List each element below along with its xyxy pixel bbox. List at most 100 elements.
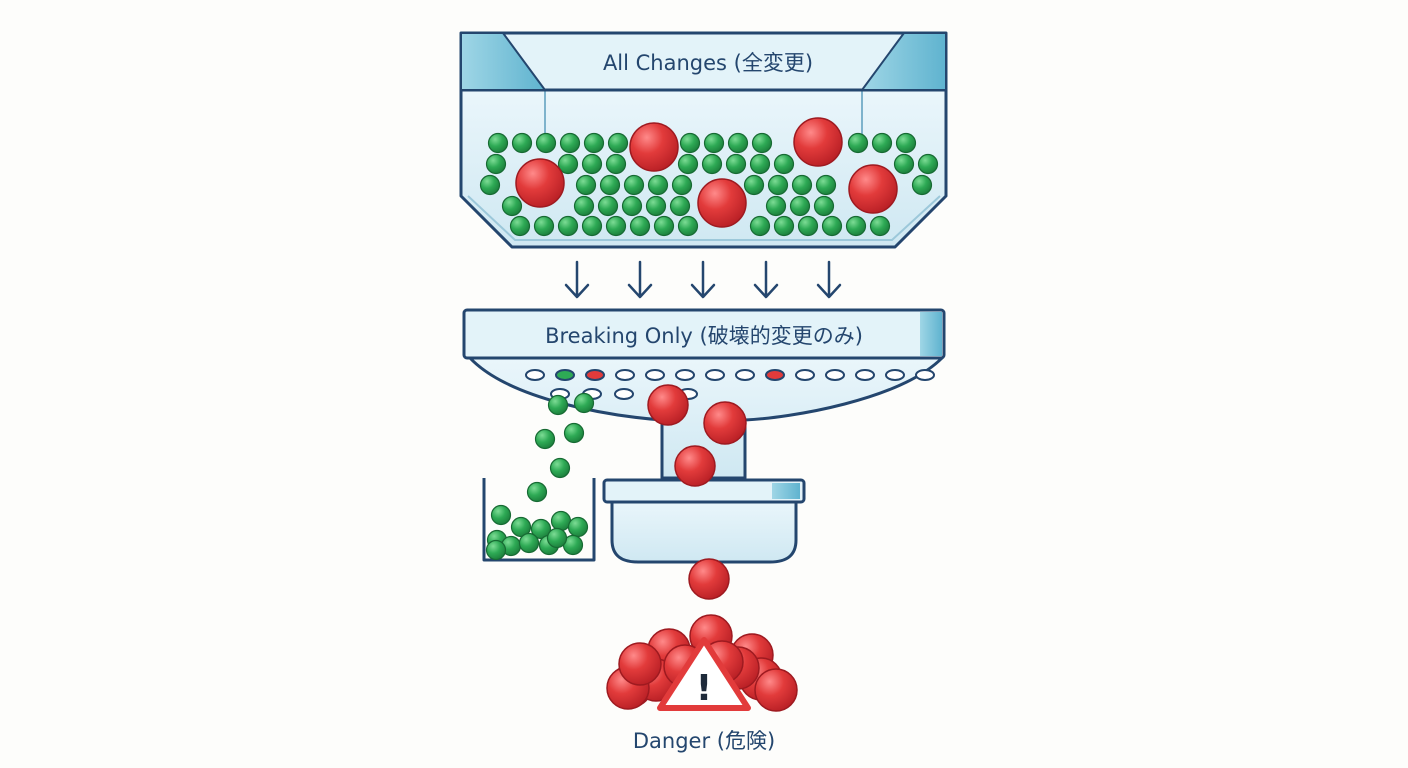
filter-hole — [795, 369, 815, 381]
filter-hole — [615, 369, 635, 381]
safe-change-ball — [647, 174, 669, 196]
down-arrow-icon — [690, 260, 716, 299]
flow-arrows — [564, 260, 842, 299]
warning-triangle-icon: ! — [657, 637, 751, 711]
breaking-change-ball — [754, 668, 798, 712]
safe-change-ball — [669, 195, 691, 217]
filter-hole — [825, 369, 845, 381]
safe-change-ball — [509, 215, 531, 237]
filter-hole — [915, 369, 935, 381]
hopper-balls — [479, 117, 939, 237]
breaking-change-ball — [647, 384, 689, 426]
safe-change-ball — [559, 132, 581, 154]
safe-change-ball — [518, 532, 540, 554]
safe-change-ball — [703, 132, 725, 154]
breaking-change-ball — [629, 122, 679, 172]
filter-holes — [525, 369, 935, 400]
safe-change-ball — [749, 215, 771, 237]
falling-breaking-balls — [647, 384, 747, 600]
safe-change-ball — [479, 174, 501, 196]
safe-change-ball — [510, 516, 532, 538]
safe-change-ball — [653, 215, 675, 237]
safe-change-ball — [911, 174, 933, 196]
safe-change-ball — [550, 510, 572, 532]
safe-change-ball — [501, 195, 523, 217]
safe-change-ball — [677, 153, 699, 175]
safe-change-ball — [563, 422, 585, 444]
down-arrow-icon — [627, 260, 653, 299]
safe-change-ball — [773, 153, 795, 175]
safe-change-ball — [485, 539, 507, 561]
safe-change-ball — [701, 153, 723, 175]
breaking-change-ball — [618, 642, 662, 686]
safe-change-ball — [597, 195, 619, 217]
breaking-change-ball — [848, 164, 898, 214]
safe-change-ball — [623, 174, 645, 196]
safe-change-ball — [533, 215, 555, 237]
breaking-change-ball — [703, 401, 747, 445]
breaking-change-ball — [515, 158, 565, 208]
safe-change-ball — [530, 518, 552, 540]
filter-hole — [525, 369, 545, 381]
safe-change-ball — [573, 195, 595, 217]
safe-change-ball — [917, 153, 939, 175]
safe-change-ball — [765, 195, 787, 217]
safe-change-ball — [549, 457, 571, 479]
filter-hole — [645, 369, 665, 381]
warning-symbol: ! — [696, 668, 712, 709]
safe-change-ball — [629, 215, 651, 237]
filter-hole — [585, 369, 605, 381]
safe-change-ball — [567, 516, 589, 538]
breaking-change-ball — [793, 117, 843, 167]
safe-change-ball — [791, 174, 813, 196]
safe-change-ball — [575, 174, 597, 196]
down-arrow-icon — [753, 260, 779, 299]
filter-hole — [555, 369, 575, 381]
safe-change-ball — [813, 195, 835, 217]
safe-change-ball — [821, 215, 843, 237]
filter-hole — [705, 369, 725, 381]
filter-hole — [885, 369, 905, 381]
safe-change-ball — [605, 215, 627, 237]
safe-change-ball — [743, 174, 765, 196]
breaking-change-ball — [697, 178, 747, 228]
danger-pile-balls — [606, 614, 798, 712]
hopper-label: All Changes (全変更) — [603, 51, 813, 75]
breaking-change-ball — [674, 445, 716, 487]
safe-change-ball — [725, 153, 747, 175]
safe-change-ball — [547, 394, 569, 416]
safe-change-ball — [583, 132, 605, 154]
safe-change-ball — [557, 153, 579, 175]
safe-change-ball — [534, 428, 556, 450]
safe-change-ball — [679, 132, 701, 154]
safe-change-ball — [535, 132, 557, 154]
safe-change-ball — [773, 215, 795, 237]
safe-change-ball — [487, 132, 509, 154]
safe-change-ball — [727, 132, 749, 154]
safe-change-ball — [599, 174, 621, 196]
falling-safe-balls — [526, 392, 595, 503]
filter-label: Breaking Only (破壊的変更のみ) — [545, 324, 863, 348]
filter-hole — [614, 388, 634, 400]
breaking-collector-cup — [602, 478, 806, 564]
filter-hole — [765, 369, 785, 381]
safe-change-ball — [789, 195, 811, 217]
down-arrow-icon — [816, 260, 842, 299]
safe-change-ball — [511, 132, 533, 154]
safe-change-ball — [490, 504, 512, 526]
safe-change-ball — [677, 215, 699, 237]
safe-change-ball — [485, 153, 507, 175]
down-arrow-icon — [564, 260, 590, 299]
safe-change-ball — [893, 153, 915, 175]
filter-hole — [855, 369, 875, 381]
breaking-change-ball — [688, 558, 730, 600]
safe-change-ball — [573, 392, 595, 414]
filter-hole — [675, 369, 695, 381]
safe-change-ball — [751, 132, 773, 154]
safe-change-ball — [546, 527, 568, 549]
safe-change-ball — [895, 132, 917, 154]
danger-pile: ! — [606, 614, 798, 712]
safe-change-ball — [847, 132, 869, 154]
safe-change-ball — [621, 195, 643, 217]
